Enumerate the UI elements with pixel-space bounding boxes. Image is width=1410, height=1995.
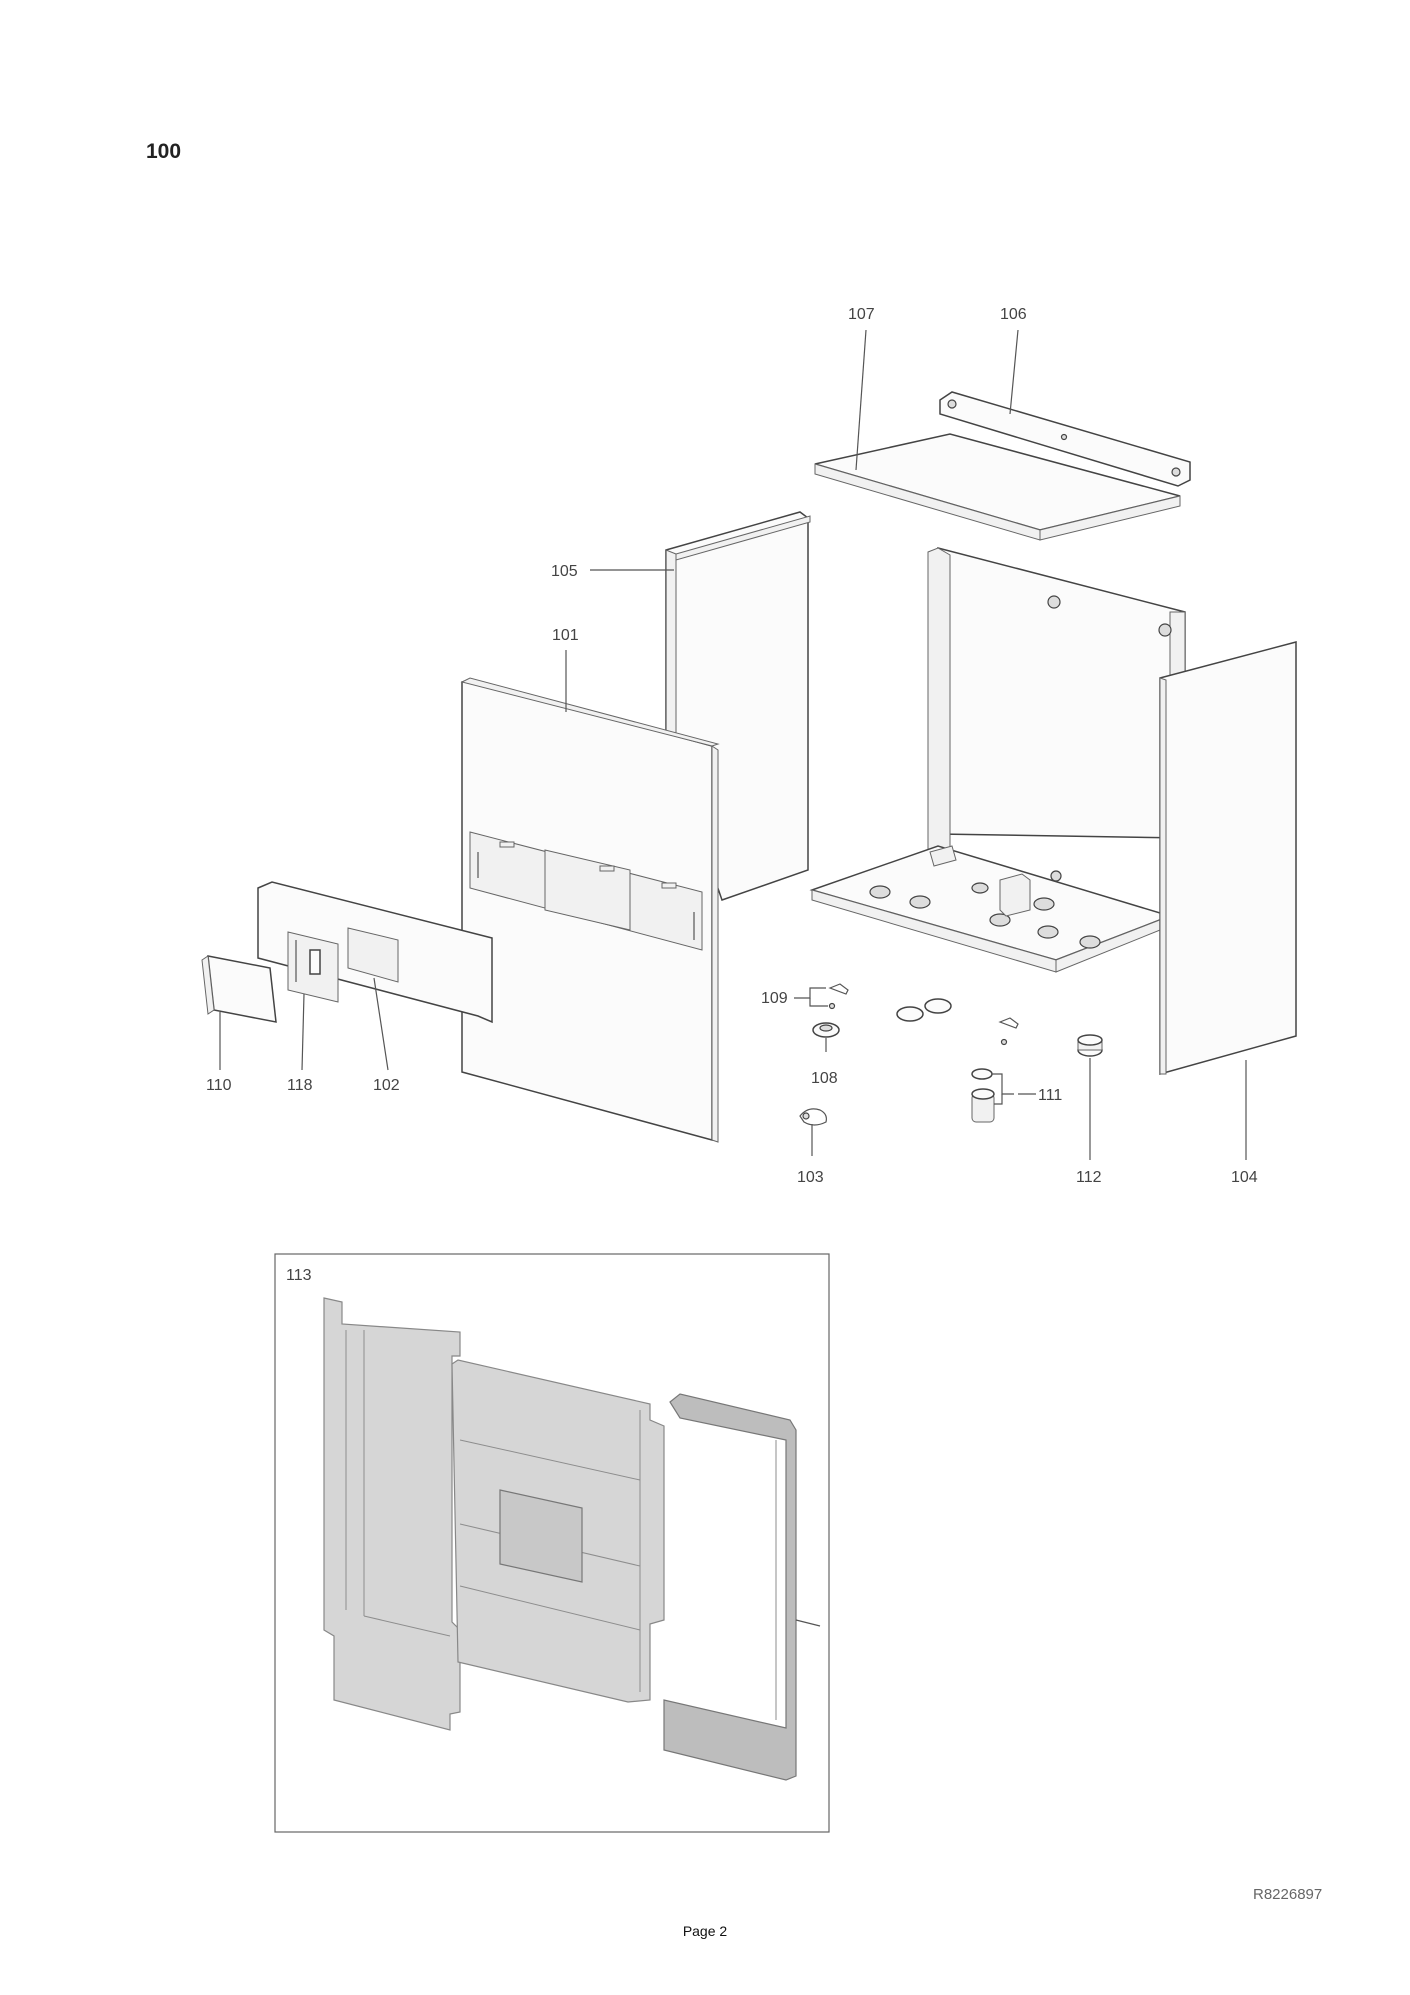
callout-104: 104 [1231, 1169, 1258, 1186]
callout-106: 106 [1000, 306, 1027, 323]
section-title: 100 [146, 140, 182, 163]
callout-111: 111 [1038, 1087, 1062, 1104]
inset-label: 113 [286, 1267, 312, 1284]
part-display-module [287, 931, 339, 1003]
part-control-fascia [257, 881, 493, 1024]
callout-101: 101 [552, 627, 579, 644]
leader-lines [219, 329, 1247, 1160]
reference-code: R8226897 [1253, 1886, 1323, 1903]
part-front-panel [460, 677, 720, 1143]
part-grommet-108 [812, 998, 952, 1038]
part-plug-112 [1077, 1034, 1103, 1057]
callout-118: 118 [287, 1077, 313, 1094]
callout-112: 112 [1076, 1169, 1102, 1186]
part-side-panel-right [1159, 641, 1297, 1075]
part-cover-cap [201, 955, 277, 1023]
callout-107: 107 [848, 306, 875, 323]
part-cable-gland-111 [971, 1068, 995, 1123]
callout-109: 109 [761, 990, 788, 1007]
part-top-rail [939, 391, 1191, 487]
part-top-cover [814, 433, 1181, 541]
part-cable-clamp-103 [799, 1108, 827, 1126]
callout-105: 105 [551, 563, 578, 580]
part-housing-frame [809, 547, 1186, 973]
callout-108: 108 [811, 1070, 838, 1087]
callout-102: 102 [373, 1077, 400, 1094]
page-number: Page 2 [682, 1923, 728, 1939]
callout-110: 110 [206, 1077, 232, 1094]
part-clip-109 [828, 983, 1019, 1046]
callout-103: 103 [797, 1169, 824, 1186]
inset-insulation: 113 [274, 1253, 830, 1833]
